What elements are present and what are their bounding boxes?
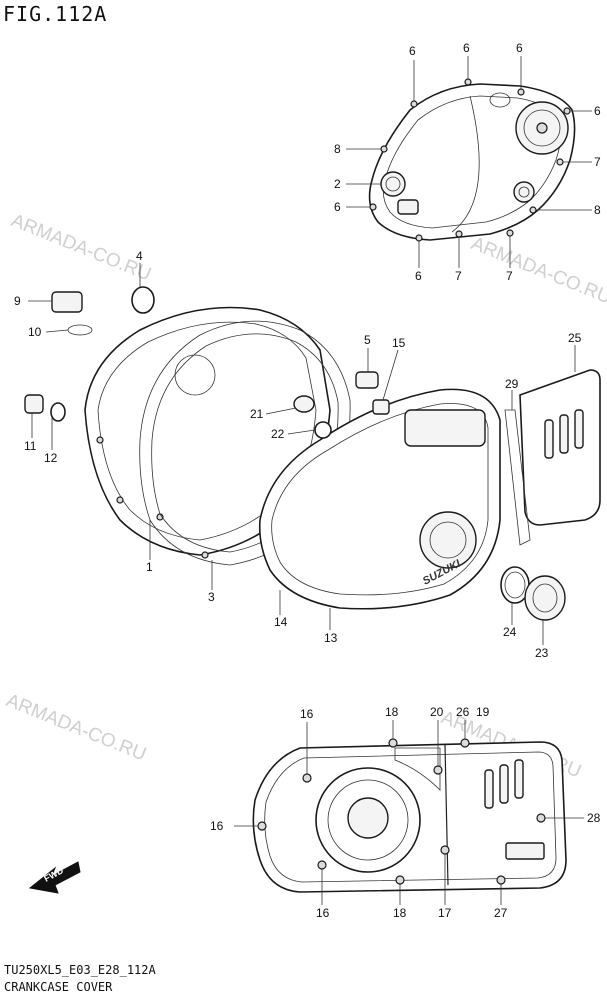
callout-6-top-left: 6	[409, 44, 416, 58]
callout-2: 2	[334, 177, 341, 191]
callout-6-top-mid: 6	[463, 41, 470, 55]
callout-6-top-right: 6	[516, 41, 523, 55]
magneto-cover-part-13: SUZUKI	[258, 388, 501, 610]
watermark-top-right: ARMADA-CO.RU	[468, 233, 607, 308]
callout-7-bottom-left: 7	[455, 269, 462, 283]
section-name: CRANKCASE COVER	[4, 980, 113, 994]
callout-6-right: 6	[594, 104, 601, 118]
small-parts-middle	[24, 286, 566, 621]
callout-17: 17	[438, 906, 452, 920]
callout-27: 27	[494, 906, 508, 920]
callout-4: 4	[136, 249, 143, 263]
callout-28: 28	[587, 811, 601, 825]
watermark-bottom-left: ARMADA-CO.RU	[3, 690, 149, 765]
callout-16-left: 16	[210, 819, 224, 833]
callout-1: 1	[146, 560, 153, 574]
watermark-top-left: ARMADA-CO.RU	[8, 210, 154, 285]
callout-9: 9	[14, 294, 21, 308]
top-leader-lines	[346, 56, 592, 268]
callout-21: 21	[250, 407, 264, 421]
callout-24: 24	[503, 625, 517, 639]
inspection-cover-part-25	[519, 369, 601, 526]
callout-13: 13	[324, 631, 338, 645]
callout-6-left: 6	[334, 200, 341, 214]
figure-title: FIG.112A	[3, 2, 108, 26]
fwd-arrow-icon: FWD	[28, 861, 81, 894]
clutch-cover-outer	[368, 78, 576, 242]
callout-29: 29	[505, 377, 519, 391]
callout-20: 20	[430, 705, 444, 719]
outer-cover-bottom	[252, 738, 567, 893]
callout-labels: 6 6 6 6 7 8 8 2 6 6 7 7 4 9 10 11 12 1 3…	[14, 41, 601, 920]
callout-18-bottom: 18	[393, 906, 407, 920]
callout-6-bottom: 6	[415, 269, 422, 283]
callout-23: 23	[535, 646, 549, 660]
callout-8-left: 8	[334, 142, 341, 156]
middle-leader-lines	[28, 263, 576, 645]
callout-15: 15	[392, 336, 406, 350]
callout-7-bottom-right: 7	[506, 269, 513, 283]
callout-10: 10	[28, 325, 42, 339]
model-code: TU250XL5_E03_E28_112A	[4, 963, 156, 977]
callout-3: 3	[208, 590, 215, 604]
callout-22: 22	[271, 427, 285, 441]
callout-26: 26	[456, 705, 470, 719]
callout-16-bottom: 16	[316, 906, 330, 920]
callout-25: 25	[568, 331, 582, 345]
callout-14: 14	[274, 615, 288, 629]
callout-12: 12	[44, 451, 58, 465]
bottom-leader-lines	[234, 720, 584, 905]
callout-11: 11	[24, 439, 37, 453]
callout-7-right: 7	[594, 155, 601, 169]
callout-5: 5	[364, 333, 371, 347]
callout-18-top: 18	[385, 705, 399, 719]
callout-16-top: 16	[300, 707, 314, 721]
callout-8-right: 8	[594, 203, 601, 217]
callout-19: 19	[476, 705, 490, 719]
